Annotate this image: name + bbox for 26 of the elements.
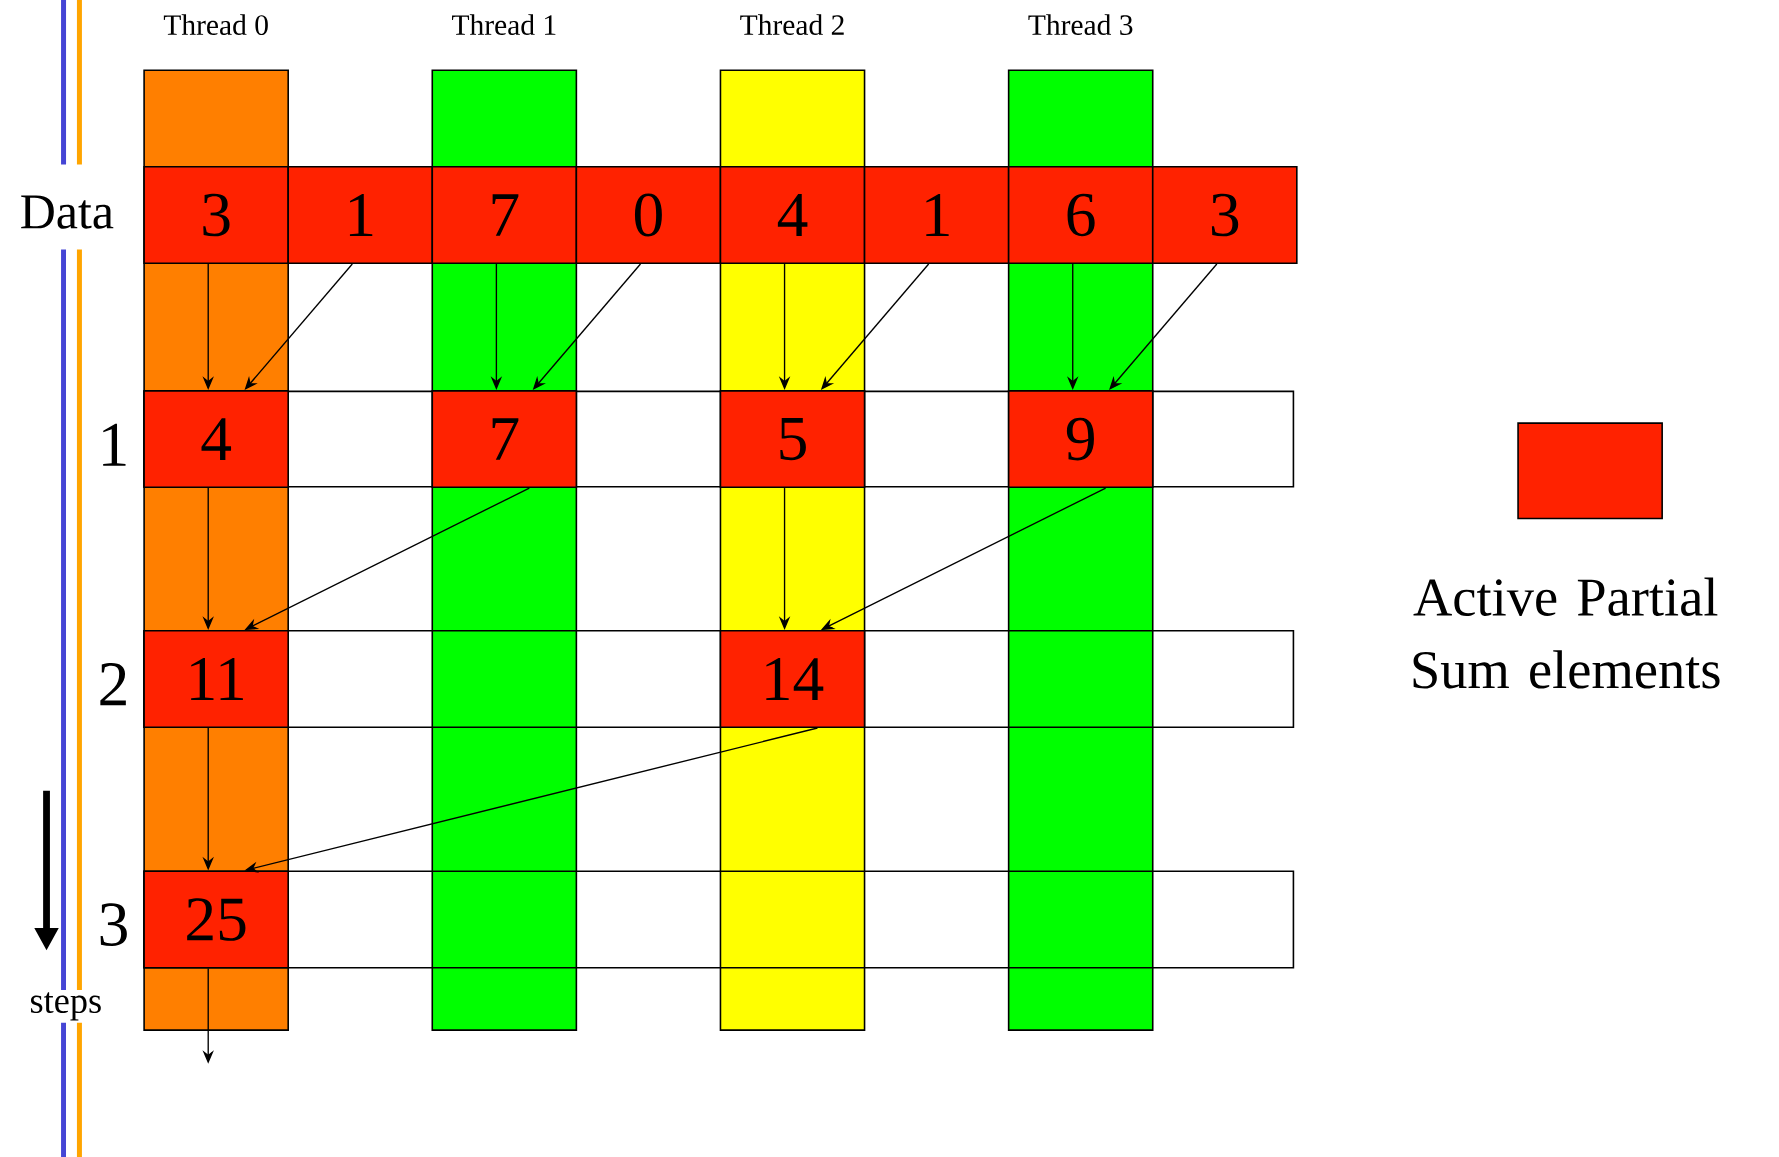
sum-cell: 3 bbox=[1151, 165, 1298, 264]
sum-cell: 4 bbox=[143, 389, 289, 488]
step-number: 1 bbox=[95, 421, 132, 468]
sum-cell: 25 bbox=[143, 870, 289, 969]
sum-cell: 7 bbox=[431, 389, 578, 488]
sum-cell: 9 bbox=[1007, 389, 1154, 488]
sum-cell: 7 bbox=[431, 165, 578, 264]
node-label: Thread 2 bbox=[740, 14, 844, 35]
sum-cell: 1 bbox=[863, 165, 1010, 264]
step-number: 2 bbox=[95, 660, 132, 708]
axis-label: Data bbox=[17, 193, 117, 231]
sum-cell: 4 bbox=[719, 165, 866, 264]
sum-cell: 6 bbox=[1007, 165, 1154, 264]
sum-cell: 5 bbox=[719, 389, 866, 488]
sum-cell: 11 bbox=[143, 629, 289, 728]
arrow bbox=[1109, 263, 1218, 390]
legend-text: Active Partial Sum elements bbox=[1413, 577, 1720, 689]
sum-cell: 14 bbox=[719, 629, 866, 728]
sum-cell: 3 bbox=[143, 165, 289, 264]
node-label: Thread 0 bbox=[163, 14, 268, 35]
sum-cell: 1 bbox=[287, 165, 434, 264]
sum-cell: 0 bbox=[575, 165, 722, 264]
node-label: Thread 1 bbox=[452, 14, 556, 35]
node-label: Thread 3 bbox=[1028, 14, 1133, 35]
axis-label: steps bbox=[27, 989, 105, 1023]
step-number: 3 bbox=[95, 900, 132, 949]
